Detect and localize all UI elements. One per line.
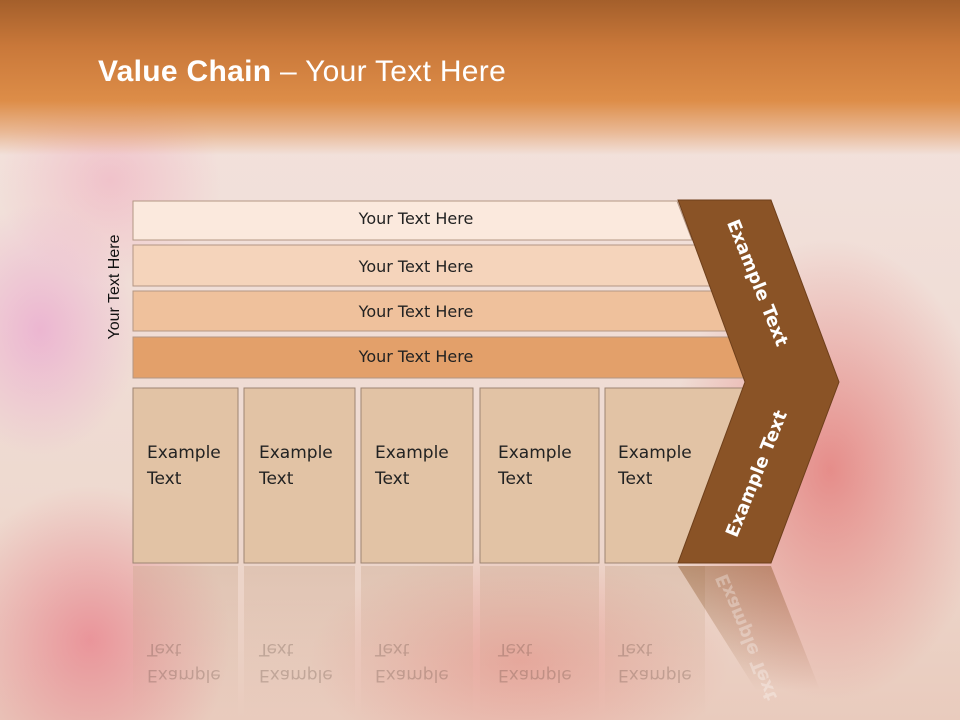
box-text-reflection: Example Text [375,636,449,688]
box-text-line: Text [147,639,182,659]
box-text-line: Text [618,469,653,489]
row-label: Your Text Here [358,209,474,228]
box-text-line: Text [618,639,653,659]
title-rest: – Your Text Here [271,55,507,88]
row-label: Your Text Here [358,302,474,321]
rows-group: Your Text Here Your Text Here Your Text … [132,200,765,379]
box-text-line: Example [618,665,692,685]
box-text-line: Example [498,443,572,463]
box-text-line: Text [375,639,410,659]
box-text-line: Example [147,443,221,463]
box-text-line: Example [498,665,572,685]
box-reflection [361,566,473,716]
box-text-line: Text [498,469,533,489]
activity-box [132,387,239,564]
slide-title: Value Chain – Your Text Here [98,55,506,89]
box-text-line: Text [259,469,294,489]
row-bar [132,200,693,241]
chevron-arrow [677,199,840,564]
activity-box [479,387,600,564]
box-text-line: Example [259,665,333,685]
box-text-reflection: Example Text [259,636,333,688]
activity-box [360,387,474,564]
box-reflection [133,566,238,716]
box-text-reflection: Example Text [618,636,692,688]
box-text-line: Example [147,665,221,685]
box-text-line: Text [147,469,182,489]
box-text-line: Text [498,639,533,659]
box-text-line: Example [375,665,449,685]
box-text-reflection: Example Text [498,636,572,688]
box-text-line: Example [618,443,692,463]
row-label: Your Text Here [358,347,474,366]
title-bold: Value Chain [98,55,272,88]
title-bar [0,0,960,155]
activity-box [243,387,356,564]
box-reflection [605,566,705,716]
box-text-line: Text [375,469,410,489]
box-text-line: Example [259,443,333,463]
chevron-reflection [678,566,820,690]
boxes-group [132,387,763,564]
reflection-group [133,566,820,716]
box-text-line: Example [375,443,449,463]
box-reflection [244,566,355,716]
box-reflection [480,566,599,716]
box-text-reflection: Example Text [147,636,221,688]
box-text-line: Text [259,639,294,659]
row-label: Your Text Here [358,257,474,276]
